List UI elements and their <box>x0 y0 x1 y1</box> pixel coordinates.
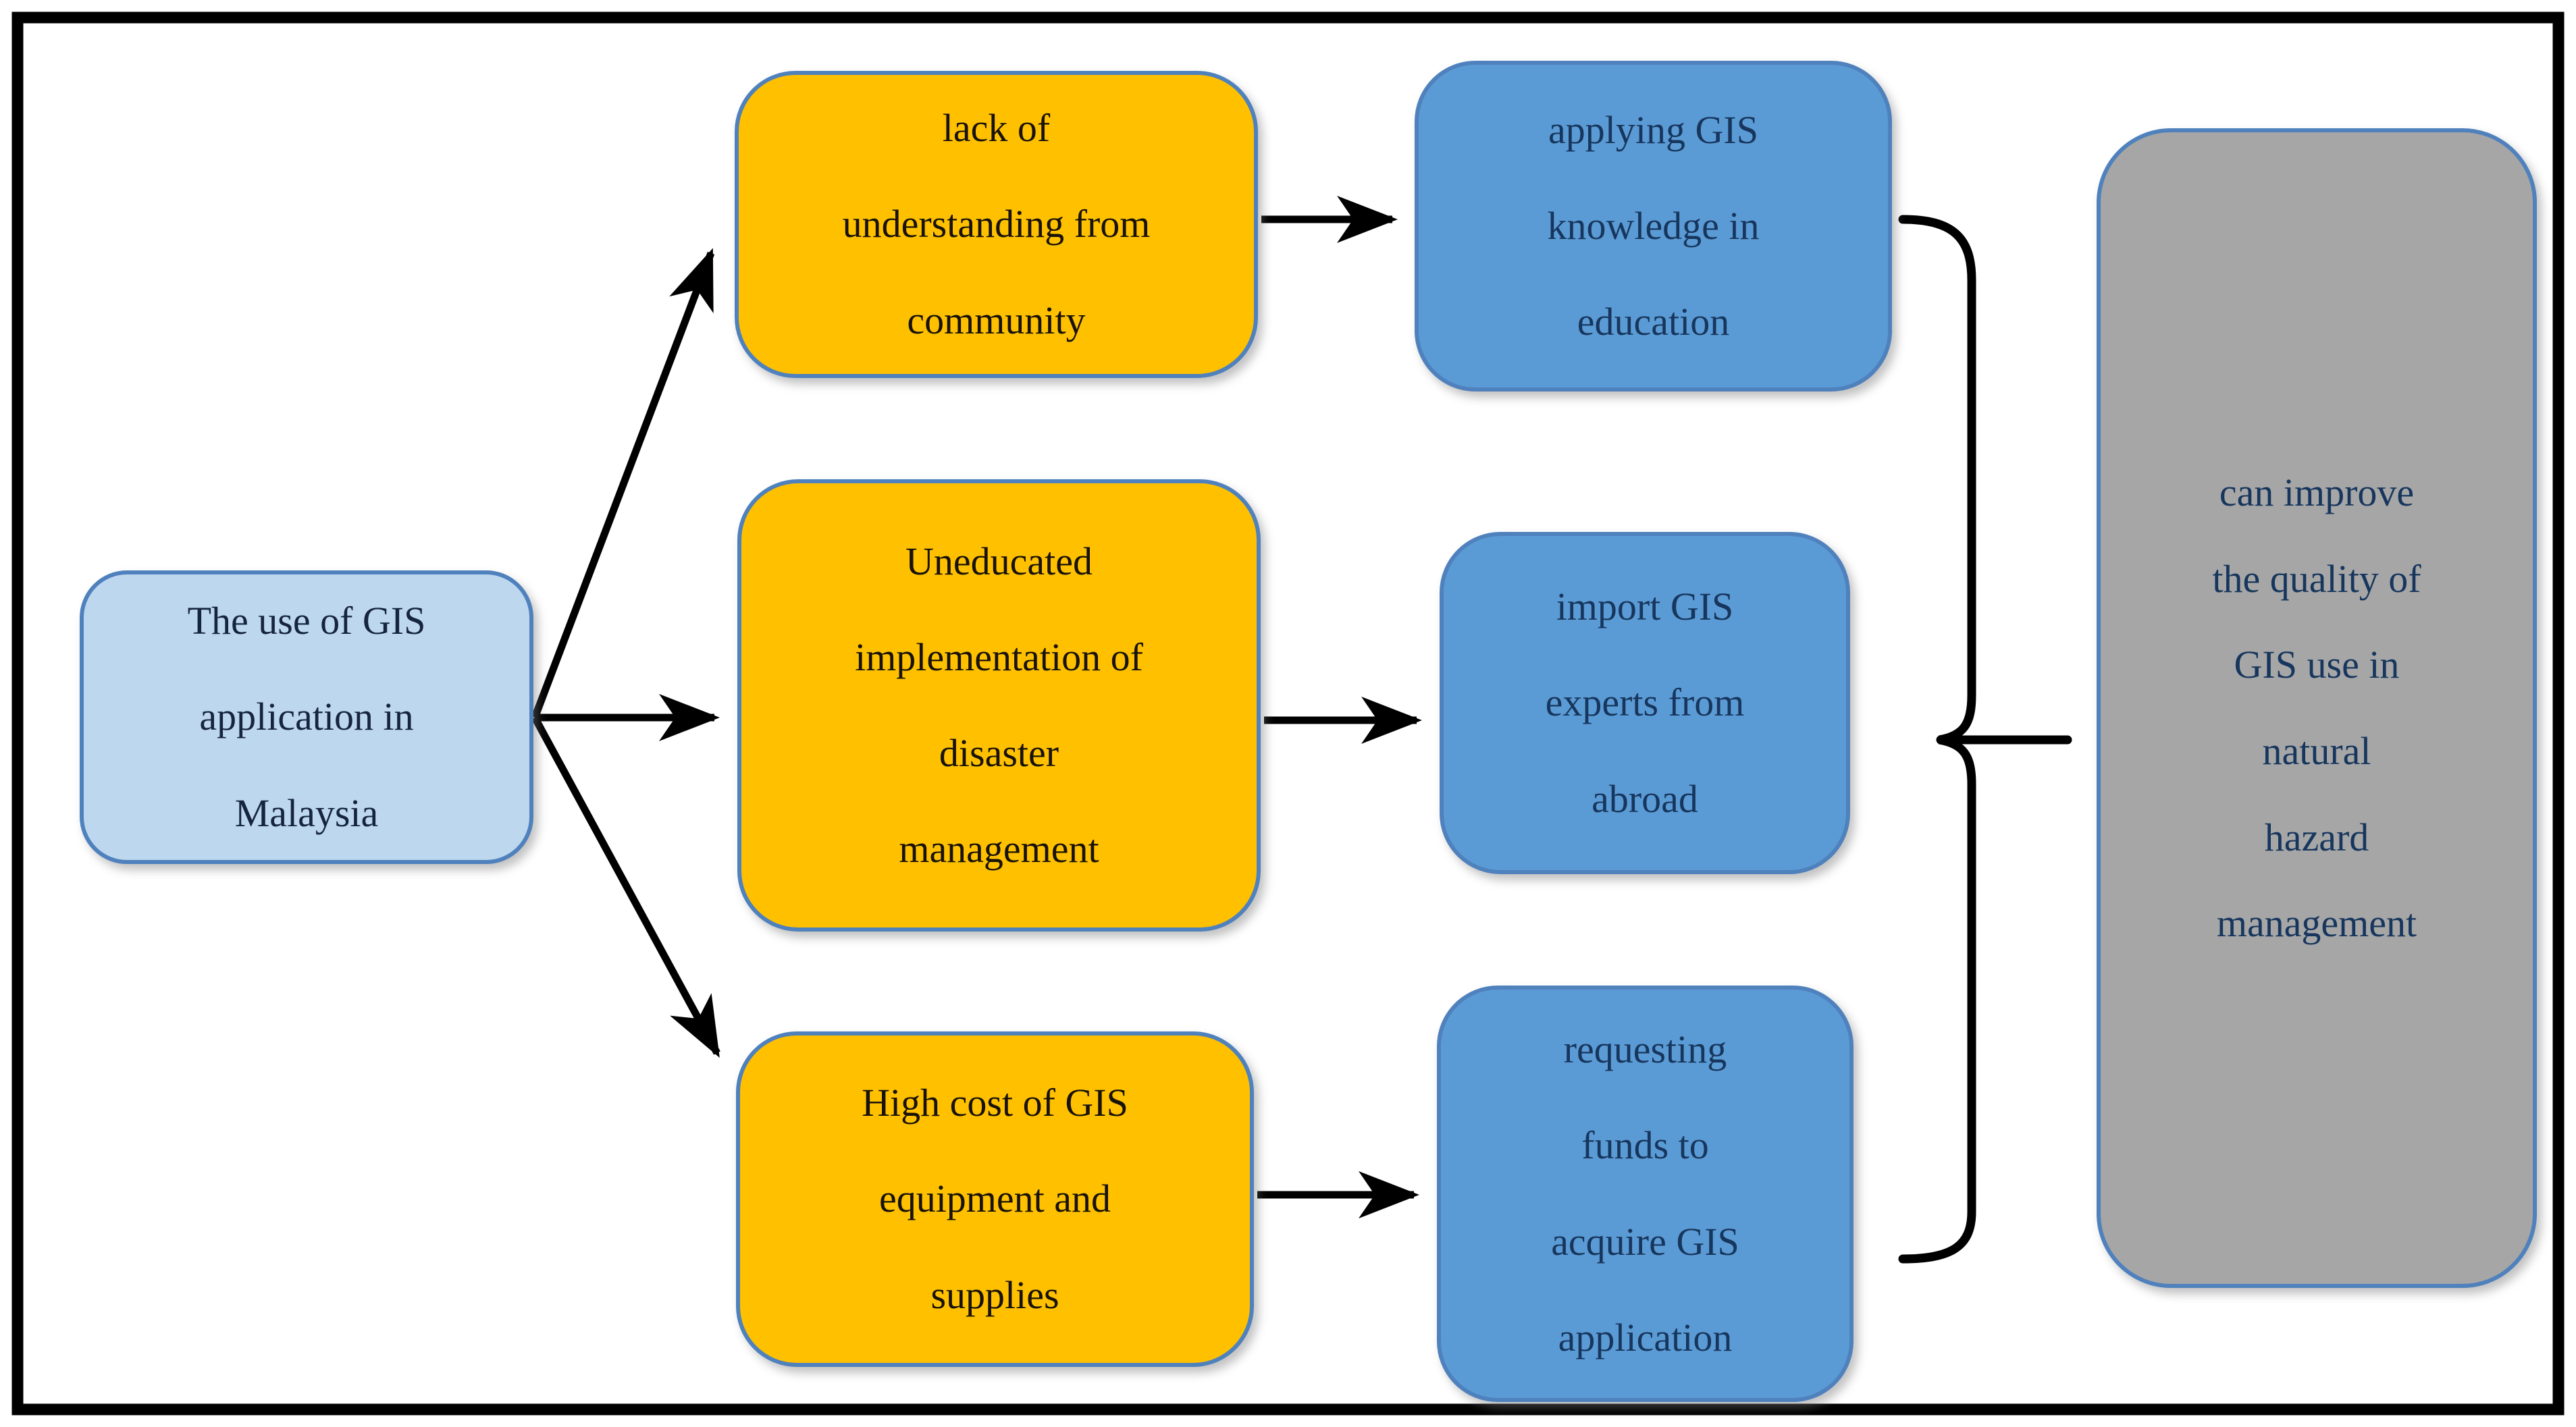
outcome-box: can improve the quality of GIS use in na… <box>2097 128 2537 1288</box>
solution-1-line: knowledge in <box>1547 203 1760 248</box>
outcome-line: can improve <box>2219 470 2415 515</box>
solution-1-line: applying GIS <box>1548 107 1758 152</box>
solution-3-line: requesting <box>1563 1027 1727 1072</box>
outcome-line: management <box>2216 901 2417 946</box>
solution-3-line: application <box>1558 1315 1733 1359</box>
source-line: The use of GIS <box>187 599 426 643</box>
problem-1-line: understanding from <box>842 202 1151 246</box>
solution-3-line: funds to <box>1581 1123 1709 1168</box>
solution-3-line: acquire GIS <box>1551 1219 1739 1264</box>
solution-box-3: requesting funds to acquire GIS applicat… <box>1437 986 1854 1402</box>
problem-3-line: supplies <box>930 1272 1059 1317</box>
solution-box-1: applying GIS knowledge in education <box>1415 61 1892 392</box>
problem-box-1: lack of understanding from community <box>735 71 1258 378</box>
source-box: The use of GIS application in Malaysia <box>80 570 533 864</box>
problem-2-line: management <box>899 827 1099 871</box>
problem-2-line: disaster <box>939 731 1059 775</box>
arrow-source-to-problem3 <box>531 716 720 1058</box>
outcome-line: GIS use in <box>2234 643 2400 687</box>
outcome-line: the quality of <box>2212 556 2421 601</box>
problem-1-line: community <box>907 298 1086 342</box>
problem-2-line: Uneducated <box>905 539 1093 583</box>
problem-3-line: High cost of GIS <box>862 1081 1128 1125</box>
source-line: Malaysia <box>234 790 379 835</box>
solution-box-2: import GIS experts from abroad <box>1440 532 1850 874</box>
solution-1-line: education <box>1577 300 1730 344</box>
problem-box-3: High cost of GIS equipment and supplies <box>736 1031 1254 1367</box>
arrow-source-to-problem1 <box>531 248 715 719</box>
problem-box-2: Uneducated implementation of disaster ma… <box>737 479 1261 932</box>
problem-1-line: lack of <box>942 106 1051 151</box>
solution-2-line: import GIS <box>1556 585 1734 629</box>
solution-2-line: experts from <box>1545 680 1745 725</box>
source-line: application in <box>199 695 414 739</box>
solution-2-line: abroad <box>1592 776 1698 821</box>
outcome-line: hazard <box>2264 815 2369 859</box>
outcome-line: natural <box>2262 729 2371 773</box>
problem-3-line: equipment and <box>878 1177 1111 1221</box>
outer-frame <box>11 11 2565 1416</box>
problem-2-line: implementation of <box>855 635 1143 679</box>
